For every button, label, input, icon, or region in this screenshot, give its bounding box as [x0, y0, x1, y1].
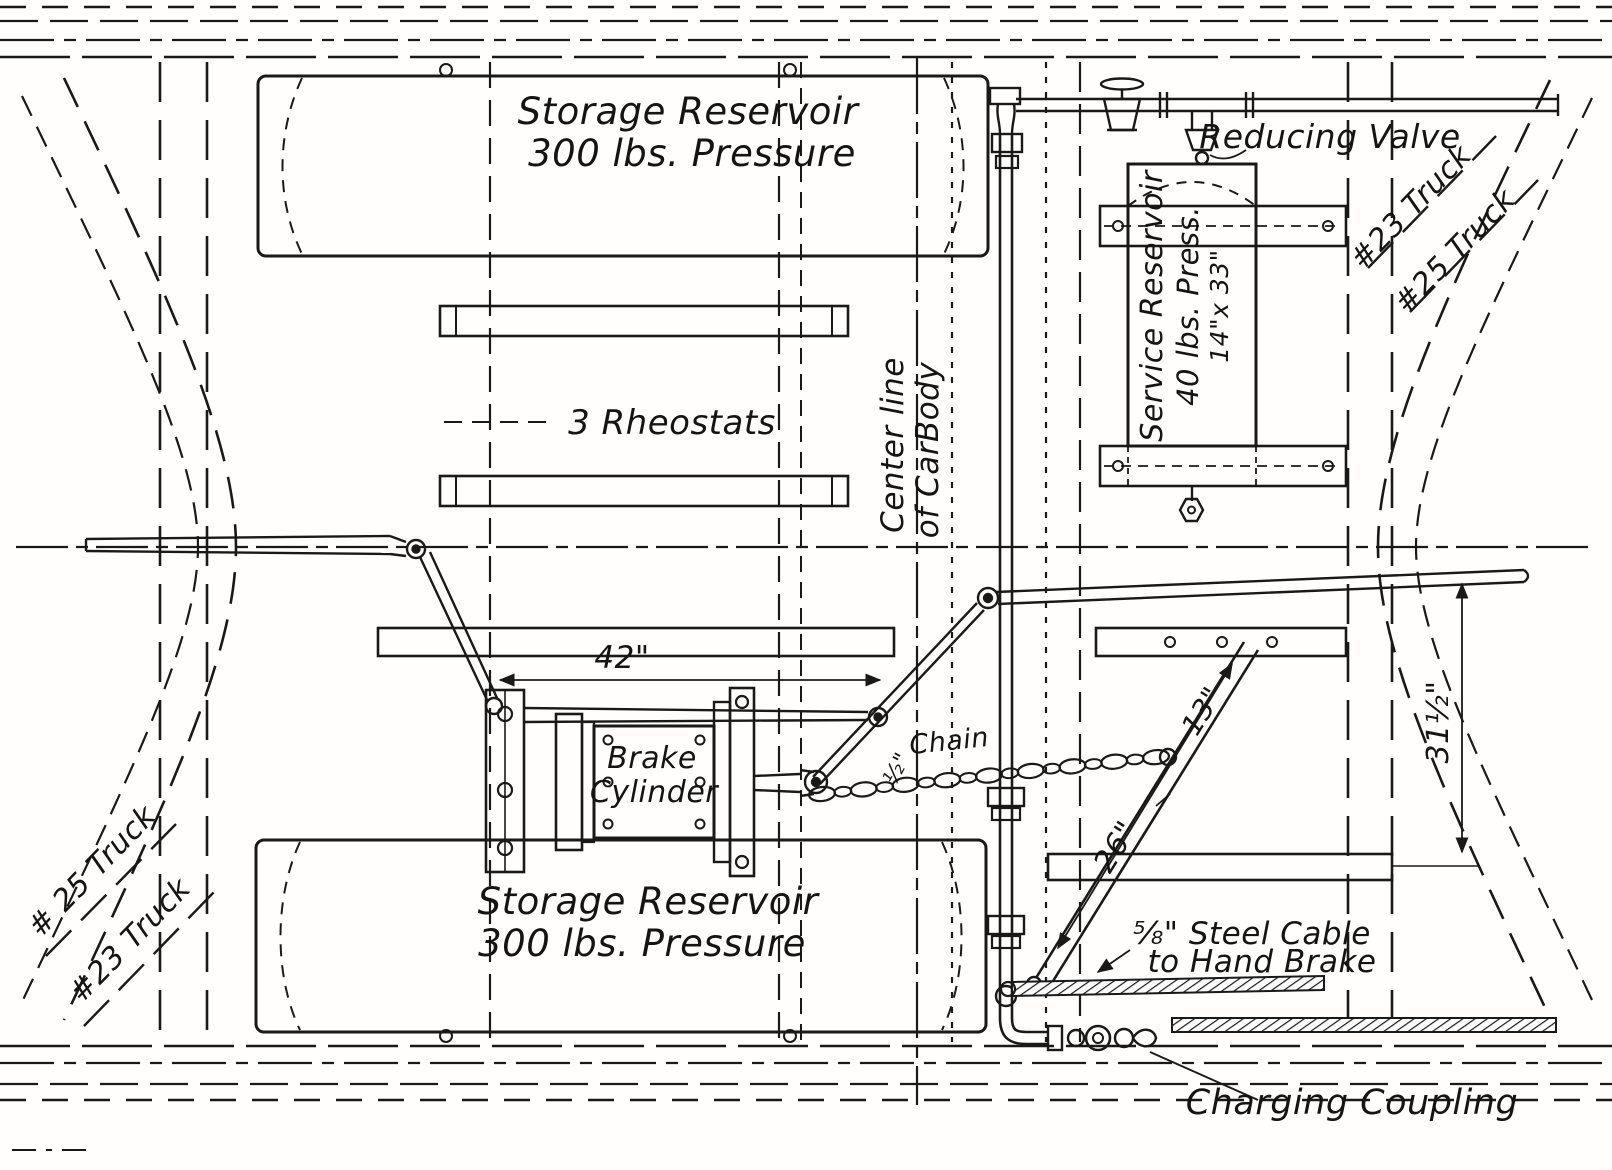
- air-piping: Reducing Valve: [986, 77, 1560, 1046]
- dimension-13-label: 13": [1175, 681, 1229, 741]
- charging-coupling: Charging Coupling: [1046, 1024, 1519, 1123]
- chain-label: Chain: [908, 722, 990, 761]
- carbody-centerline-label: Center line of CarBody: [875, 357, 946, 538]
- storage-reservoir-bottom: Storage Reservoir 300 lbs. Pressure: [254, 838, 988, 1043]
- reducing-valve-body: [1184, 111, 1220, 166]
- brake-rigging: Brake Cylinder 42": [84, 534, 1530, 878]
- reducing-valve-label: Reducing Valve: [1199, 117, 1460, 156]
- reducing-valve-leader: [1209, 149, 1247, 160]
- centerline-label-line2: of CarBody: [910, 362, 946, 539]
- steel-cable-label-line1: ⅝" Steel Cable: [1133, 916, 1371, 952]
- rheostats-label: 3 Rheostats: [568, 403, 776, 443]
- service-reservoir-label-line1: Service Reservoir: [1135, 169, 1170, 442]
- brake-cylinder-label-line1: Brake: [607, 741, 697, 776]
- hand-brake-cable: ⅝" Steel Cable to Hand Brake: [999, 916, 1557, 1033]
- charging-coupling-label: Charging Coupling: [1186, 1083, 1519, 1123]
- dimension-42: 42": [498, 640, 882, 687]
- service-reservoir: Service Reservoir 40 lbs. Press. 14"x 33…: [1098, 162, 1348, 523]
- steel-cable-label-line2: to Hand Brake: [1148, 944, 1377, 980]
- dimension-31half-label: 31½": [1421, 680, 1456, 763]
- centerline-label-line1: Center line: [875, 357, 911, 533]
- charging-pipe: [986, 134, 1048, 1046]
- storage-top-label-line2: 300 lbs. Pressure: [528, 132, 856, 175]
- brake-cylinder-label-line2: Cylinder: [590, 775, 719, 810]
- dimension-31half: 31½": [1421, 582, 1469, 854]
- brake-cylinder: Brake Cylinder: [554, 686, 815, 878]
- storage-bottom-label-line2: 300 lbs. Pressure: [478, 922, 806, 965]
- storage-reservoir-top: Storage Reservoir 300 lbs. Pressure: [256, 63, 990, 258]
- service-reservoir-label-line3: 14"x 33": [1205, 249, 1234, 362]
- stop-valve: [1099, 77, 1145, 132]
- car-body-border-lines: [0, 5, 1612, 1151]
- service-reservoir-label-line2: 40 lbs. Press.: [1171, 206, 1205, 406]
- storage-top-label-line1: Storage Reservoir: [518, 90, 861, 133]
- dimension-26-label: 26": [1087, 815, 1145, 879]
- storage-bottom-label-line1: Storage Reservoir: [478, 880, 821, 923]
- rheostats: 3 Rheostats: [438, 304, 850, 508]
- chain: Chain ½": [807, 722, 1178, 803]
- dimension-42-label: 42": [594, 640, 649, 676]
- centerlines: [16, 58, 1596, 1105]
